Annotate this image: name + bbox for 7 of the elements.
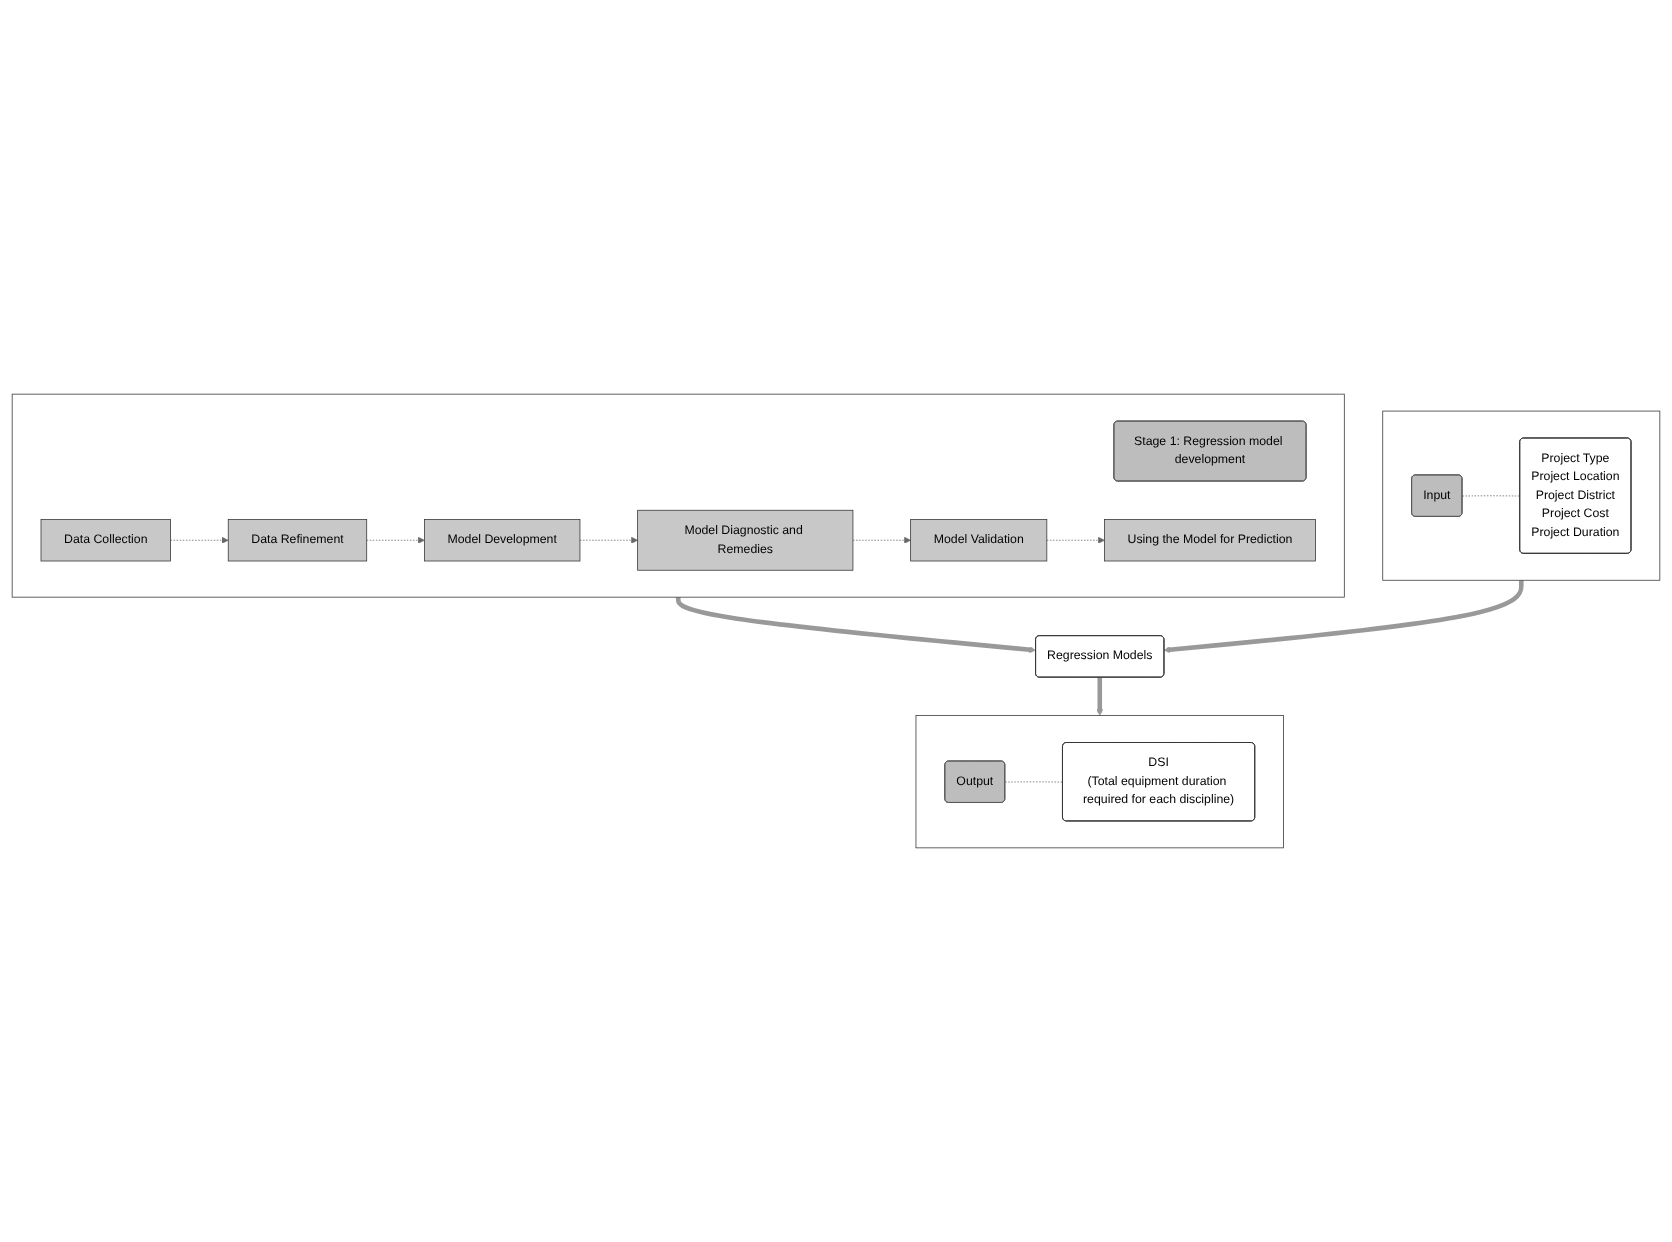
cluster — [915, 715, 1284, 849]
cluster — [11, 393, 1345, 598]
connector — [1462, 495, 1521, 497]
arrow — [1096, 677, 1104, 716]
cluster — [1382, 410, 1661, 581]
connector — [1004, 781, 1064, 783]
arrow — [675, 597, 1036, 654]
